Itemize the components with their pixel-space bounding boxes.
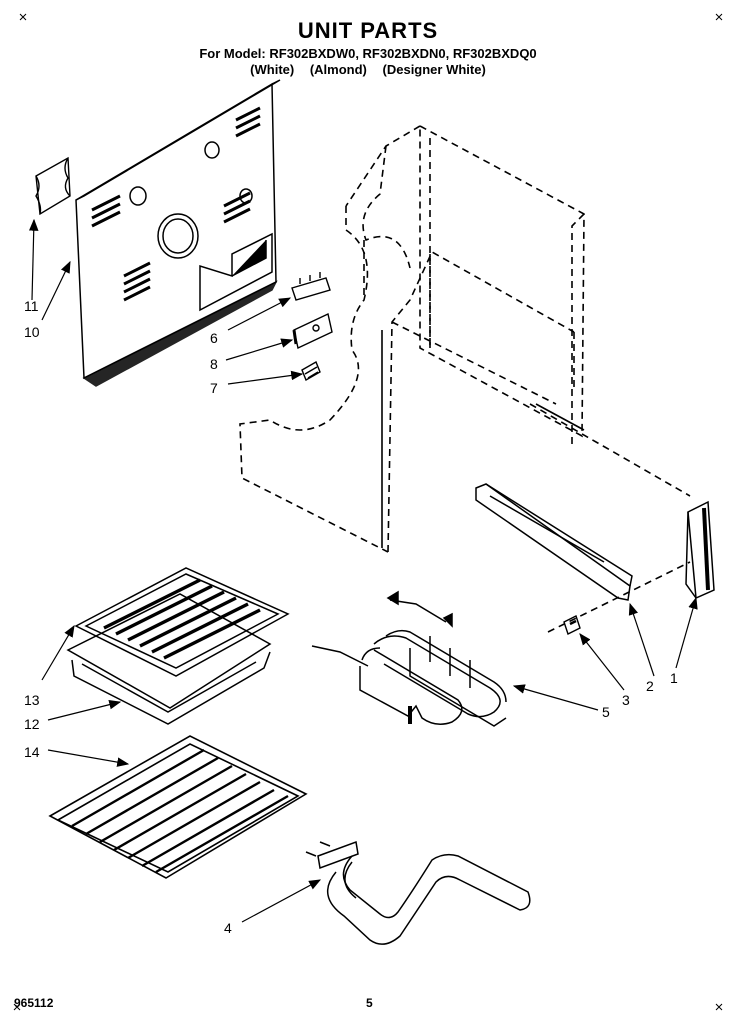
part-1-side-trim xyxy=(685,500,715,600)
variant-almond: (Almond) xyxy=(309,62,367,77)
oven-cabinet-outline xyxy=(239,124,691,633)
callout-3: 3 xyxy=(622,692,630,708)
part-13-broiler-grid xyxy=(74,567,290,677)
oven-cabinet-edges xyxy=(381,330,585,548)
leader-lines xyxy=(28,218,698,923)
part-11-bracket xyxy=(35,156,71,216)
part-7-clip xyxy=(301,360,321,382)
page-number: 5 xyxy=(366,996,373,1010)
callout-2: 2 xyxy=(646,678,654,694)
document-number: 965112 xyxy=(14,996,54,1010)
part-3-clip xyxy=(563,615,581,635)
part-8-cover xyxy=(292,312,333,350)
callout-7: 7 xyxy=(210,380,218,396)
corner-marks xyxy=(13,13,723,1011)
callout-13: 13 xyxy=(24,692,40,708)
callout-numbers: 1 2 3 4 5 6 7 8 10 11 12 13 14 xyxy=(24,298,678,936)
variant-white: (White) xyxy=(250,62,295,77)
part-12-broiler-pan xyxy=(66,593,272,725)
part-10-rear-panel xyxy=(75,79,281,387)
callout-6: 6 xyxy=(210,330,218,346)
part-6-terminal-block xyxy=(291,272,331,301)
part-14-oven-rack xyxy=(48,735,308,879)
variant-designer-white: (Designer White) xyxy=(382,62,486,77)
callout-11: 11 xyxy=(24,298,39,314)
callout-14: 14 xyxy=(24,744,40,760)
callout-4: 4 xyxy=(224,920,232,936)
part-5-broil-element xyxy=(311,590,507,727)
callout-5: 5 xyxy=(602,704,610,720)
part-4-bake-element xyxy=(305,840,531,945)
model-numbers: For Model: RF302BXDW0, RF302BXDN0, RF302… xyxy=(199,46,537,61)
callout-12: 12 xyxy=(24,716,40,732)
callout-1: 1 xyxy=(670,670,678,686)
part-2-rail xyxy=(475,483,633,601)
callout-8: 8 xyxy=(210,356,218,372)
page-title: UNIT PARTS xyxy=(297,18,439,43)
color-variants: (White) (Almond) (Designer White) xyxy=(0,62,736,77)
callout-10: 10 xyxy=(24,324,40,340)
